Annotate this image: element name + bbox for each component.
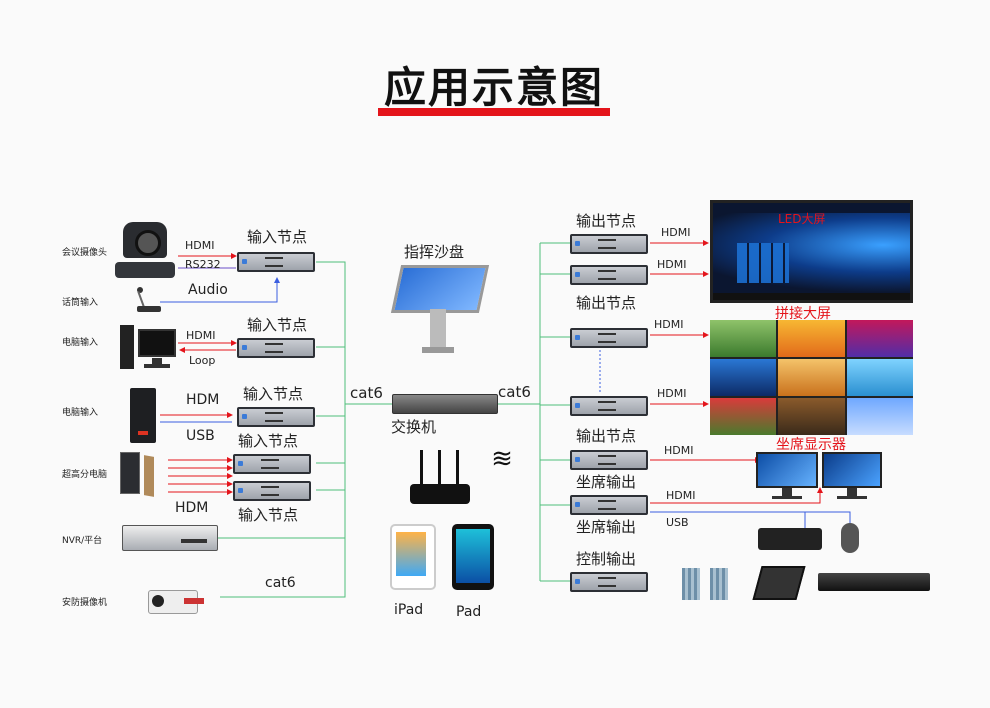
seat-monitor-2-icon xyxy=(822,452,882,500)
output-node-5 xyxy=(570,450,648,470)
workstation-tower-icon xyxy=(130,388,156,443)
pad-icon xyxy=(452,524,494,590)
hdm-label-1: HDM xyxy=(186,392,220,408)
input-node-label-5: 输入节点 xyxy=(238,506,299,524)
control-output-label: 控制输出 xyxy=(576,550,637,568)
led-screen-label: LED大屏 xyxy=(778,212,826,226)
seat-output-label-2: 坐席输出 xyxy=(576,518,637,536)
input-node-4 xyxy=(233,454,311,474)
keyboard-icon xyxy=(758,528,822,550)
loop-label: Loop xyxy=(189,354,216,367)
hdmi-label-b: HDMI xyxy=(657,258,687,271)
desktop-pc-icon xyxy=(120,325,178,371)
sandtable-label: 指挥沙盘 xyxy=(404,243,465,261)
input-node-3 xyxy=(237,407,315,427)
output-node-4 xyxy=(570,396,648,416)
pc1-label: 电脑输入 xyxy=(62,338,99,348)
input-node-1 xyxy=(237,252,315,272)
stage-light-icon xyxy=(752,566,806,600)
seat-output-node xyxy=(570,495,648,515)
hdmi-label-2: HDMI xyxy=(186,329,216,342)
input-node-5 xyxy=(233,481,311,501)
wifi-router-icon xyxy=(410,450,470,508)
seat-output-label-1: 坐席输出 xyxy=(576,473,637,491)
hdmi-label-f: HDMI xyxy=(666,489,696,502)
audio-label: Audio xyxy=(188,282,228,298)
mic-label: 话筒输入 xyxy=(62,298,99,308)
hdmi-label-c: HDMI xyxy=(654,318,684,331)
ipad-label: iPad xyxy=(394,602,424,618)
high-res-pc-icon xyxy=(120,452,170,497)
control-output-node xyxy=(570,572,648,592)
output-node-3 xyxy=(570,328,648,348)
output-node-label-3: 输出节点 xyxy=(576,427,637,445)
cat6-label-bottom: cat6 xyxy=(265,575,296,591)
wifi-icon: ≋ xyxy=(491,444,513,474)
input-node-label-1: 输入节点 xyxy=(247,228,308,246)
nvr-device-icon xyxy=(122,525,218,551)
splice-screen-label: 拼接大屏 xyxy=(775,306,831,322)
output-node-2 xyxy=(570,265,648,285)
switch-label: 交换机 xyxy=(391,418,437,436)
hdmi-label-a: HDMI xyxy=(661,226,691,239)
microphone-icon xyxy=(133,285,163,313)
input-node-2 xyxy=(237,338,315,358)
curtain-icon xyxy=(682,568,728,600)
rs232-label: RS232 xyxy=(185,258,221,271)
security-camera-label: 安防摄像机 xyxy=(62,598,108,608)
power-sequencer-icon xyxy=(818,573,930,591)
cat6-label-right: cat6 xyxy=(498,383,531,401)
usb-label-right: USB xyxy=(666,516,689,529)
ipad-icon xyxy=(390,524,436,590)
seat-monitor-1-icon xyxy=(756,452,818,500)
page-title-block: 应用示意图 xyxy=(378,62,610,117)
hdmi-label-d: HDMI xyxy=(657,387,687,400)
input-node-label-4: 输入节点 xyxy=(238,432,299,450)
cat6-label-left: cat6 xyxy=(350,384,383,402)
mouse-icon xyxy=(841,523,859,553)
seat-display-label: 坐席显示器 xyxy=(776,437,846,453)
hires-pc-label: 超高分电脑 xyxy=(62,470,108,480)
output-node-label-1: 输出节点 xyxy=(576,212,637,230)
ptz-camera-icon xyxy=(115,222,175,280)
camera-label: 会议摄像头 xyxy=(62,248,108,258)
security-camera-icon xyxy=(148,588,206,614)
output-node-1 xyxy=(570,234,648,254)
hdm-label-2: HDM xyxy=(175,500,209,516)
nvr-label: NVR/平台 xyxy=(62,536,103,546)
pc2-label: 电脑输入 xyxy=(62,408,99,418)
pad-label: Pad xyxy=(456,604,482,620)
output-node-label-2: 输出节点 xyxy=(576,294,637,312)
touch-kiosk-icon xyxy=(390,265,490,353)
hdmi-label-1: HDMI xyxy=(185,239,215,252)
page-title: 应用示意图 xyxy=(383,63,604,112)
led-screen xyxy=(710,200,913,303)
title-underline xyxy=(378,108,610,116)
hdmi-label-e: HDMI xyxy=(664,444,694,457)
usb-label-left: USB xyxy=(186,428,215,444)
input-node-label-3: 输入节点 xyxy=(243,385,304,403)
video-wall xyxy=(710,320,913,435)
input-node-label-2: 输入节点 xyxy=(247,316,308,334)
network-switch-icon xyxy=(392,394,498,414)
